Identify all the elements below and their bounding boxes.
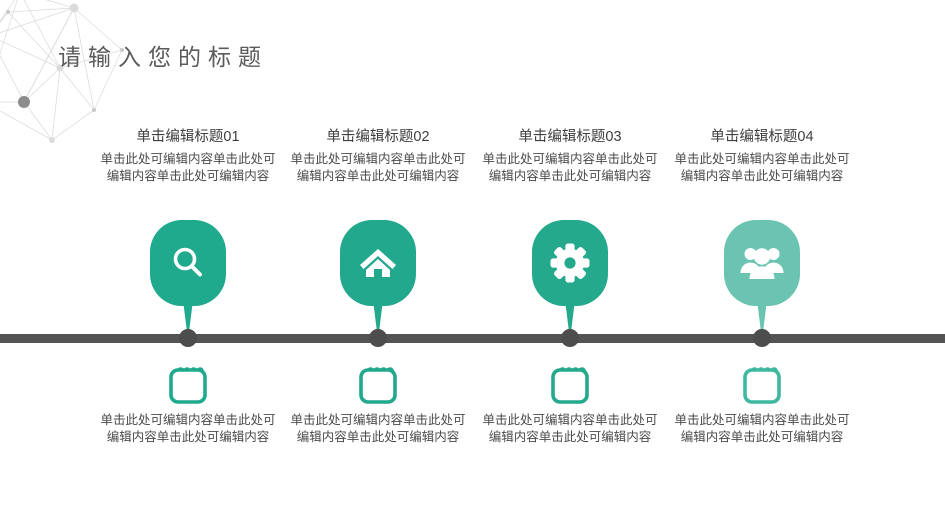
pin-body: [532, 220, 608, 306]
item-description: 单击此处可编辑内容单击此处可编辑内容单击此处可编辑内容: [482, 413, 658, 444]
item-description: 单击此处可编辑内容单击此处可编辑内容单击此处可编辑内容: [482, 152, 658, 183]
pin-marker[interactable]: [340, 220, 416, 342]
bottom-text-block: 单击此处可编辑内容单击此处可编辑内容单击此处可编辑内容: [475, 412, 665, 446]
top-text-block: 单击编辑标题01 单击此处可编辑内容单击此处可编辑内容单击此处可编辑内容: [93, 128, 283, 185]
calendar-icon: [549, 362, 591, 406]
pin-body: [150, 220, 226, 306]
pin-marker[interactable]: [724, 220, 800, 342]
item-description: 单击此处可编辑内容单击此处可编辑内容单击此处可编辑内容: [100, 152, 276, 183]
home-icon: [357, 243, 399, 283]
pin-tail: [565, 300, 575, 340]
bottom-text-block: 单击此处可编辑内容单击此处可编辑内容单击此处可编辑内容: [283, 412, 473, 446]
item-description: 单击此处可编辑内容单击此处可编辑内容单击此处可编辑内容: [290, 152, 466, 183]
timeline-dot: [753, 329, 771, 347]
pin-marker[interactable]: [532, 220, 608, 342]
users-icon: [740, 243, 784, 283]
pin-marker[interactable]: [150, 220, 226, 342]
timeline-axis: [0, 334, 945, 343]
item-title: 单击编辑标题01: [136, 129, 240, 145]
top-text-block: 单击编辑标题04 单击此处可编辑内容单击此处可编辑内容单击此处可编辑内容: [667, 128, 857, 185]
gear-icon: [549, 242, 591, 284]
pin-tail: [757, 300, 767, 340]
item-description: 单击此处可编辑内容单击此处可编辑内容单击此处可编辑内容: [674, 413, 850, 444]
pin-body: [724, 220, 800, 306]
item-description: 单击此处可编辑内容单击此处可编辑内容单击此处可编辑内容: [674, 152, 850, 183]
item-title: 单击编辑标题02: [326, 129, 430, 145]
pin-tail: [373, 300, 383, 340]
search-icon: [168, 243, 208, 283]
item-description: 单击此处可编辑内容单击此处可编辑内容单击此处可编辑内容: [290, 413, 466, 444]
bottom-text-block: 单击此处可编辑内容单击此处可编辑内容单击此处可编辑内容: [93, 412, 283, 446]
bottom-text-block: 单击此处可编辑内容单击此处可编辑内容单击此处可编辑内容: [667, 412, 857, 446]
calendar-icon: [357, 362, 399, 406]
timeline-dot: [561, 329, 579, 347]
top-text-block: 单击编辑标题03 单击此处可编辑内容单击此处可编辑内容单击此处可编辑内容: [475, 128, 665, 185]
page-title: 请输入您的标题: [58, 44, 268, 70]
item-description: 单击此处可编辑内容单击此处可编辑内容单击此处可编辑内容: [100, 413, 276, 444]
pin-body: [340, 220, 416, 306]
pin-tail: [183, 300, 193, 340]
calendar-icon: [167, 362, 209, 406]
item-title: 单击编辑标题03: [518, 129, 622, 145]
item-title: 单击编辑标题04: [710, 129, 814, 145]
timeline-dot: [369, 329, 387, 347]
timeline-dot: [179, 329, 197, 347]
calendar-icon: [741, 362, 783, 406]
top-text-block: 单击编辑标题02 单击此处可编辑内容单击此处可编辑内容单击此处可编辑内容: [283, 128, 473, 185]
